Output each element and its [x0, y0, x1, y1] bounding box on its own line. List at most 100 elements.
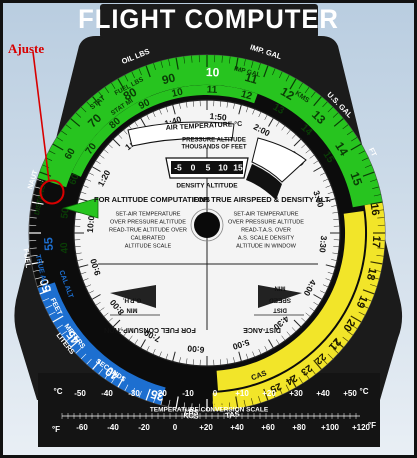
- outer-tick: [373, 269, 381, 272]
- inner-tick: [159, 108, 162, 115]
- inner-tick: [325, 198, 336, 202]
- dial-label: TAS: [225, 409, 241, 420]
- outer-tick: [153, 63, 156, 70]
- outer-tick: [191, 55, 193, 63]
- outer-tick: [327, 353, 334, 360]
- dial-label: FUEL: [21, 248, 33, 269]
- celsius-value: -20: [155, 389, 167, 398]
- outer-scale-number: 12: [278, 84, 297, 103]
- outer-tick: [243, 399, 246, 407]
- outer-tick: [313, 96, 322, 107]
- outer-tick: [364, 164, 372, 168]
- inner-tick: [128, 335, 133, 341]
- outer-scale-number: 16: [368, 203, 382, 217]
- inner-tick: [91, 294, 101, 300]
- outer-tick: [65, 124, 72, 130]
- outer-tick: [304, 87, 310, 94]
- inner-tick: [252, 351, 255, 358]
- outer-tick: [362, 289, 375, 295]
- blue-scale-band: [37, 282, 166, 405]
- outer-tick: [332, 112, 339, 118]
- time-scale-label: 6:00: [187, 343, 205, 355]
- inner-tick: [313, 301, 319, 306]
- speed-triangle-left: [110, 285, 156, 308]
- inner-tick: [146, 114, 150, 120]
- inner-tick: [245, 106, 249, 113]
- inner-tick: [281, 125, 286, 131]
- inner-tick: [305, 149, 311, 154]
- inner-scale-number: 60: [67, 172, 82, 187]
- fahrenheit-value: +100: [321, 423, 340, 432]
- fahrenheit-value: 0: [173, 423, 178, 432]
- inner-tick: [123, 331, 128, 337]
- inner-tick: [332, 252, 339, 255]
- inner-tick: [301, 317, 306, 323]
- inner-tick: [165, 353, 169, 360]
- outer-tick: [48, 150, 56, 155]
- inner-tick: [134, 121, 139, 127]
- inner-tick: [152, 348, 156, 355]
- fahrenheit-label-left: °F: [52, 425, 60, 434]
- outer-tick: [111, 377, 116, 384]
- inner-tick: [82, 278, 89, 281]
- inner-tick: [281, 335, 286, 341]
- inner-tick: [333, 218, 340, 220]
- outer-tick: [361, 157, 369, 161]
- min-label-left: MIN: [127, 306, 138, 312]
- inner-tick-ring: [74, 100, 340, 366]
- outer-scale-number: 11: [243, 70, 259, 87]
- thousands-of-feet-label: THOUSANDS OF FEET: [181, 145, 246, 151]
- outer-tick: [289, 376, 297, 388]
- inner-tick: [258, 348, 262, 355]
- outer-tick: [304, 372, 310, 379]
- inner-tick: [325, 264, 336, 268]
- outer-tick: [322, 101, 328, 108]
- outer-tick: [160, 398, 163, 405]
- outer-tick: [229, 56, 231, 64]
- outer-tick: [33, 269, 41, 272]
- outer-tick: [124, 384, 129, 392]
- outer-tick: [145, 388, 151, 401]
- inner-scale-number: 10: [171, 87, 185, 100]
- celsius-value: +40: [316, 389, 330, 398]
- true-airspeed-title: FOR TRUE AIRSPEED & DENSITY ALT.: [193, 195, 331, 204]
- outer-scale-number: 50: [37, 277, 55, 294]
- outer-tick: [98, 91, 104, 98]
- dial-label: LBS: [184, 409, 199, 417]
- outer-tick: [117, 78, 125, 90]
- inner-tick: [78, 264, 89, 268]
- outer-tick: [377, 217, 385, 219]
- outer-tick: [350, 143, 362, 151]
- outer-scale-number: 55: [41, 237, 56, 252]
- outer-tick: [124, 74, 129, 82]
- outer-tick: [229, 402, 231, 410]
- outer-tick: [251, 398, 254, 405]
- outer-tick: [372, 186, 379, 189]
- outer-tick: [272, 68, 276, 76]
- celsius-value: +20: [262, 389, 276, 398]
- outer-tick: [364, 298, 372, 302]
- inner-tick: [327, 271, 334, 275]
- temperature-scale-title: TEMPERATURE CONVERSION SCALE: [150, 407, 269, 414]
- inner-scale-number: 11: [207, 85, 218, 96]
- inner-tick: [192, 100, 194, 107]
- inner-tick: [309, 154, 315, 159]
- outer-scale-number: 30: [211, 395, 226, 410]
- inner-tick: [88, 290, 94, 294]
- inner-tick: [165, 106, 169, 113]
- inner-tick: [88, 172, 94, 176]
- inner-tick: [275, 339, 280, 345]
- outer-tick: [370, 261, 383, 265]
- outer-tick: [351, 137, 358, 142]
- inner-tick: [179, 357, 181, 364]
- inner-tick: [179, 102, 181, 109]
- outer-tick: [370, 201, 383, 205]
- outer-tick: [117, 376, 125, 388]
- density-window-number: 0: [191, 162, 196, 172]
- fahrenheit-value: -20: [138, 423, 150, 432]
- altitude-computations-text: OVER PRESSURE ALTITUDE: [110, 219, 186, 225]
- density-window-number: 15: [233, 162, 243, 172]
- inner-tick: [95, 301, 101, 306]
